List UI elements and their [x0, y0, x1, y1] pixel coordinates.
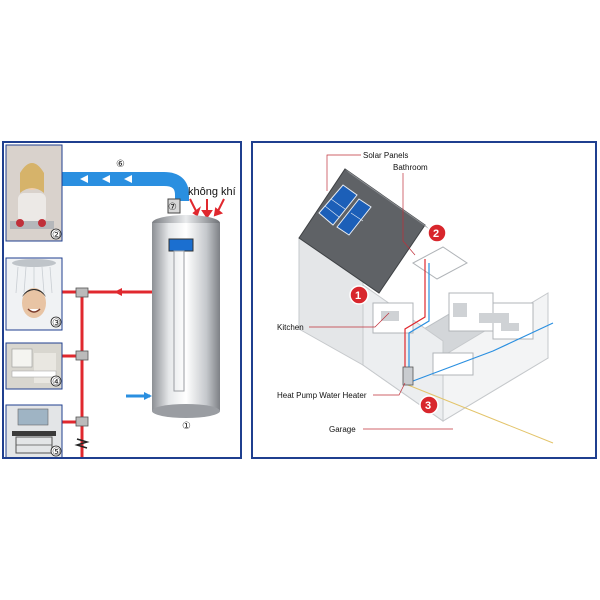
cold-flow-arrow — [144, 392, 152, 400]
svg-text:1: 1 — [355, 290, 361, 302]
hot-flow-arrow — [114, 288, 122, 296]
marker-4: ④ — [52, 377, 61, 388]
marker-5: ⑤ — [52, 447, 61, 458]
label-bathroom: Bathroom — [393, 163, 428, 172]
leader-lines — [309, 154, 453, 430]
control-display — [168, 238, 194, 252]
red-hot-pipes — [62, 290, 152, 457]
svg-text:2: 2 — [433, 228, 439, 240]
svg-text:3: 3 — [425, 400, 431, 412]
marker-circle-1: 1 — [349, 285, 369, 305]
water-heater-tank — [152, 223, 220, 411]
heat-pump-unit — [402, 366, 414, 386]
photo-kitchen-sink — [5, 144, 63, 242]
marker-circle-2: 2 — [427, 223, 447, 243]
right-diagram-panel: Solar Panels Bathroom Kitchen Heat Pump … — [251, 141, 597, 459]
valve — [167, 198, 181, 214]
pipe-break — [74, 438, 90, 449]
label-garage: Garage — [329, 425, 356, 434]
marker-circle-3: 3 — [419, 395, 439, 415]
tank-panel-line — [173, 250, 185, 392]
label-kitchen: Kitchen — [277, 323, 304, 332]
house-cutaway-diagram: Solar Panels Bathroom Kitchen Heat Pump … — [277, 151, 554, 444]
label-solar-panels: Solar Panels — [363, 151, 408, 160]
system-pipes — [408, 263, 554, 382]
photo-vanity — [5, 404, 63, 457]
air-arrows — [189, 198, 225, 219]
roof-edge — [345, 169, 429, 229]
tank-bottom — [152, 404, 220, 418]
furniture — [381, 303, 519, 331]
marker-6: ⑥ — [116, 159, 125, 170]
left-diagram-panel: ⑥ ⑦ không khí ① — [2, 141, 242, 459]
solar-panel — [318, 184, 372, 236]
blue-pipe-top — [62, 172, 189, 201]
marker-1: ① — [182, 421, 191, 432]
marker-7: ⑦ — [168, 202, 177, 213]
heat-pump-system-diagram: ⑥ ⑦ không khí ① — [5, 144, 236, 458]
interior-rooms — [372, 246, 534, 376]
flow-arrows — [80, 175, 132, 183]
label-heat-pump: Heat Pump Water Heater — [277, 391, 367, 400]
air-label: không khí — [188, 186, 236, 198]
marker-2: ② — [52, 230, 61, 241]
marker-3: ③ — [52, 318, 61, 329]
